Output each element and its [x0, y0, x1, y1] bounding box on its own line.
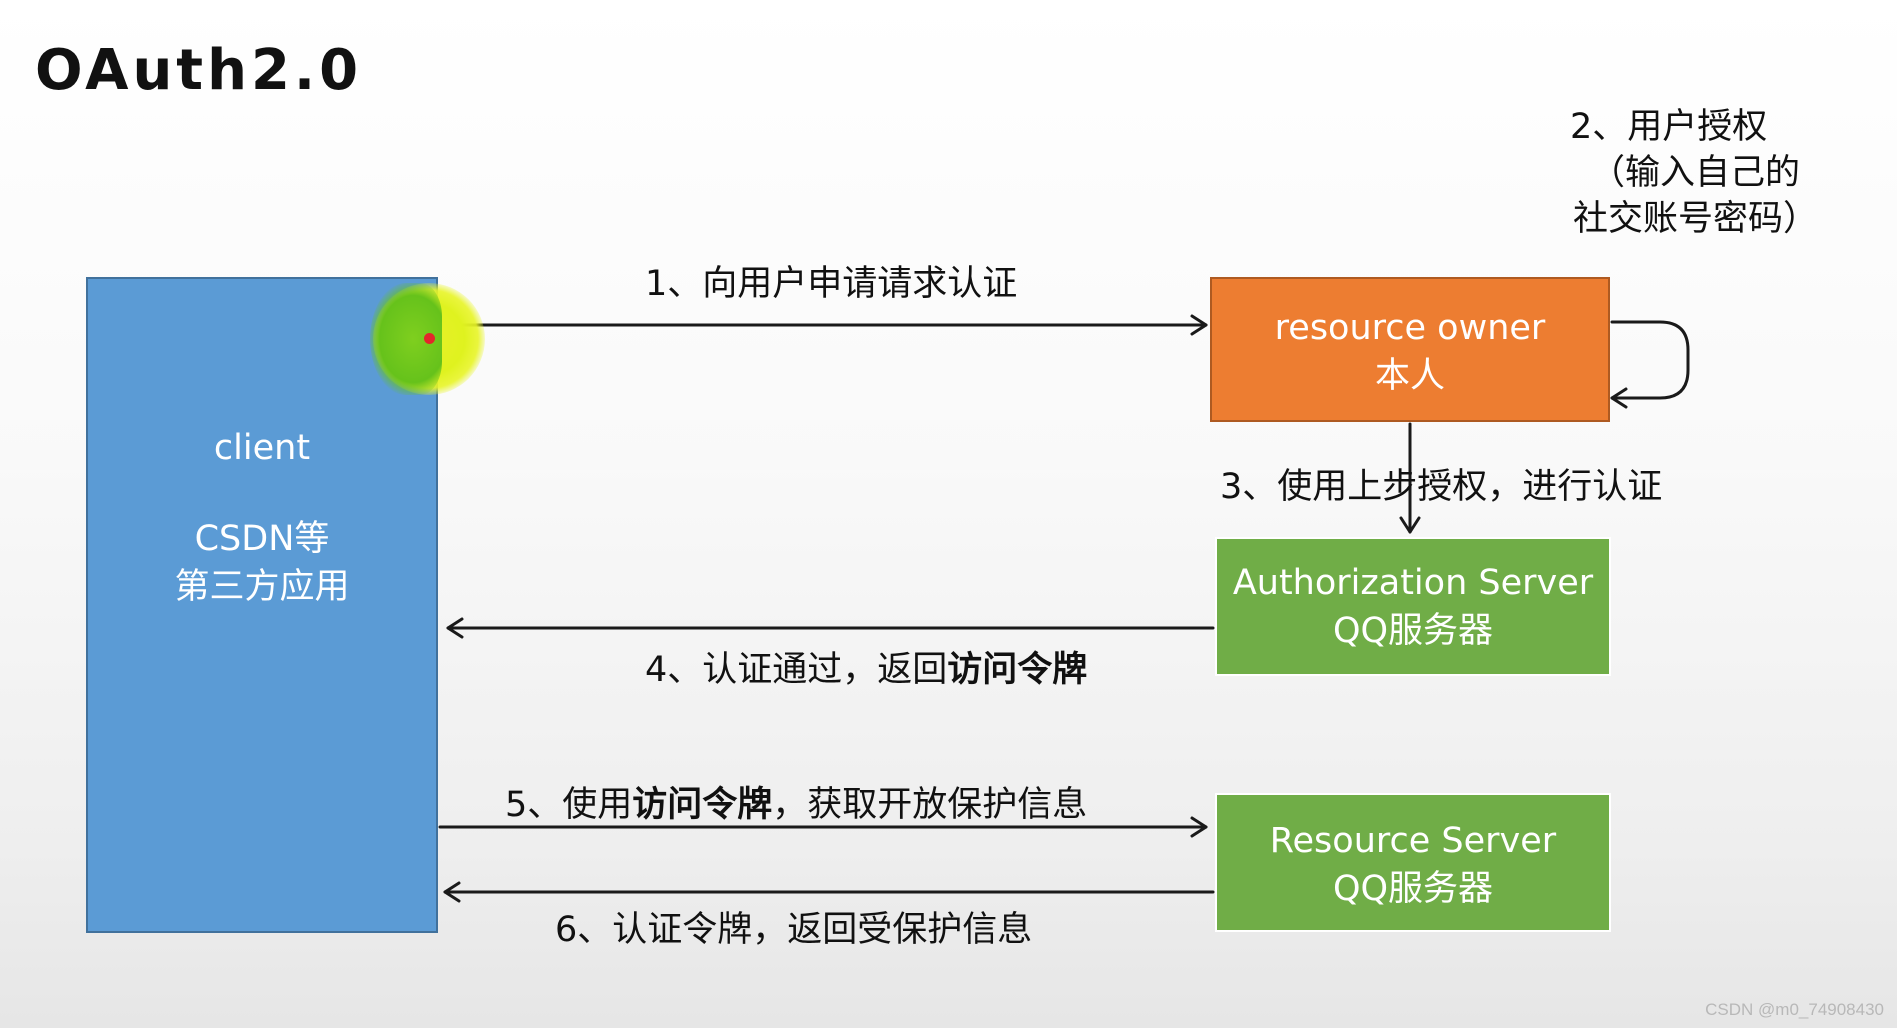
step1-label: 1、向用户申请请求认证: [645, 264, 1018, 304]
client-label: client: [213, 428, 311, 468]
step2-label-line3: 社交账号密码）: [1573, 199, 1819, 239]
step3-label: 3、使用上步授权，进行认证: [1220, 467, 1663, 507]
step5-label-suffix: ，获取开放保护信息: [772, 785, 1088, 825]
resource-server-label: Resource Server: [1269, 821, 1557, 861]
arrowhead-step3: [1399, 516, 1421, 534]
arrowhead-step4: [446, 617, 464, 639]
arrow-step2-loop: [1610, 320, 1690, 400]
step5-label-text: 5、使用: [505, 785, 633, 825]
step6-label: 6、认证令牌，返回受保护信息: [555, 910, 1033, 950]
arrowhead-step6: [443, 881, 461, 903]
step2-label-line2: （输入自己的: [1590, 153, 1801, 193]
authorization-server-sublabel: QQ服务器: [1332, 611, 1494, 651]
resource-server-sublabel: QQ服务器: [1332, 869, 1494, 909]
client-sublabel-2: 第三方应用: [174, 567, 350, 607]
resource-server-node: Resource Server QQ服务器: [1215, 793, 1611, 932]
pointer-dot: [424, 333, 435, 344]
arrowhead-step1: [1190, 314, 1208, 336]
step2-label-line1: 2、用户授权: [1570, 107, 1768, 147]
authorization-server-node: Authorization Server QQ服务器: [1215, 537, 1611, 676]
client-sublabel: CSDN等: [194, 519, 330, 559]
step4-label: 4、认证通过，返回访问令牌: [645, 641, 1087, 692]
client-node: client CSDN等 第三方应用: [86, 277, 438, 933]
resource-owner-label: resource owner: [1274, 308, 1546, 348]
page-title: OAuth2.0: [35, 38, 363, 103]
watermark: CSDN @m0_74908430: [1705, 1000, 1884, 1019]
step5-label-bold: 访问令牌: [632, 785, 773, 825]
resource-owner-node: resource owner 本人: [1210, 277, 1610, 422]
step4-label-bold: 访问令牌: [947, 650, 1088, 690]
step2-label: 2、用户授权 （输入自己的 社交账号密码）: [1570, 104, 1818, 242]
arrowhead-step2: [1610, 387, 1628, 409]
step5-label: 5、使用访问令牌，获取开放保护信息: [505, 776, 1087, 827]
arrowhead-step5: [1190, 816, 1208, 838]
resource-owner-sublabel: 本人: [1374, 356, 1445, 396]
authorization-server-label: Authorization Server: [1232, 563, 1594, 603]
step4-label-text: 4、认证通过，返回: [645, 650, 948, 690]
